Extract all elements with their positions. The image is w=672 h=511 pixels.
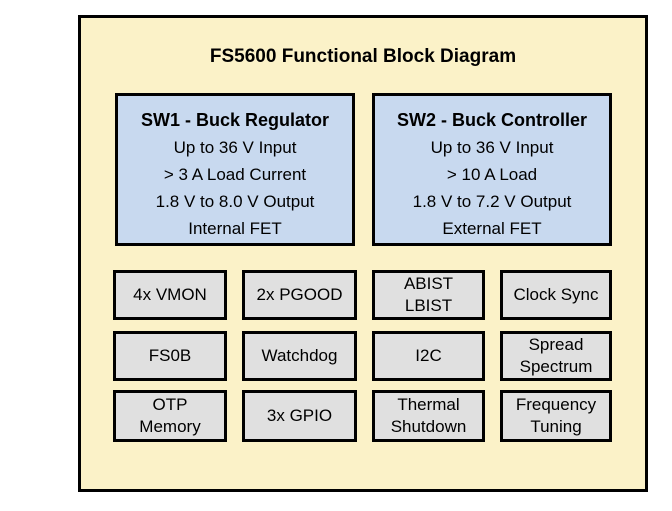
block-label-line: I2C [415,346,442,365]
block-label-line: Thermal [397,395,460,414]
block-label-line: 2x PGOOD [256,285,343,304]
sw2-title: SW2 - Buck Controller [396,110,588,130]
sw1-line: Internal FET [188,219,282,238]
sw2-line: External FET [442,219,542,238]
block-sw2-buck-controller: SW2 - Buck Controller Up to 36 V Input >… [372,93,612,246]
sw1-line: > 3 A Load Current [163,165,307,184]
block-label-line: FS0B [148,346,192,365]
block-fs0b: FS0B [113,331,227,381]
block-2x-pgood: 2x PGOOD [242,270,357,320]
block-i2c: I2C [372,331,485,381]
block-frequency-tuning: Frequency Tuning [500,390,612,442]
block-sw1-buck-regulator: SW1 - Buck Regulator Up to 36 V Input > … [115,93,355,246]
sw2-line: > 10 A Load [446,165,538,184]
block-label-line: Clock Sync [513,285,599,304]
block-label-line: Tuning [530,417,582,436]
diagram-title: FS5600 Functional Block Diagram [209,46,517,67]
sw2-line: Up to 36 V Input [430,138,554,157]
block-label-line: OTP [152,395,188,414]
sw1-line: Up to 36 V Input [173,138,297,157]
block-watchdog: Watchdog [242,331,357,381]
sw2-line: 1.8 V to 7.2 V Output [412,192,572,211]
block-label-line: ABIST [403,274,454,293]
block-label-line: 4x VMON [133,285,207,304]
block-label-line: Shutdown [390,417,467,436]
block-4x-vmon: 4x VMON [113,270,227,320]
block-otp-memory: OTP Memory [113,390,227,442]
sw1-line: 1.8 V to 8.0 V Output [155,192,315,211]
diagram-frame: FS5600 Functional Block Diagram SW1 - Bu… [78,15,648,492]
block-label-line: 3x GPIO [266,406,333,425]
block-label-line: Memory [139,417,201,436]
block-3x-gpio: 3x GPIO [242,390,357,442]
block-abist-lbist: ABIST LBIST [372,270,485,320]
block-label-line: Spectrum [519,357,593,376]
block-label-line: Spread [528,335,584,354]
block-label-line: Watchdog [261,346,338,365]
block-spread-spectrum: Spread Spectrum [500,331,612,381]
block-label-line: LBIST [404,296,453,315]
sw1-title: SW1 - Buck Regulator [140,110,330,130]
block-label-line: Frequency [515,395,597,414]
block-thermal-shutdown: Thermal Shutdown [372,390,485,442]
block-clock-sync: Clock Sync [500,270,612,320]
